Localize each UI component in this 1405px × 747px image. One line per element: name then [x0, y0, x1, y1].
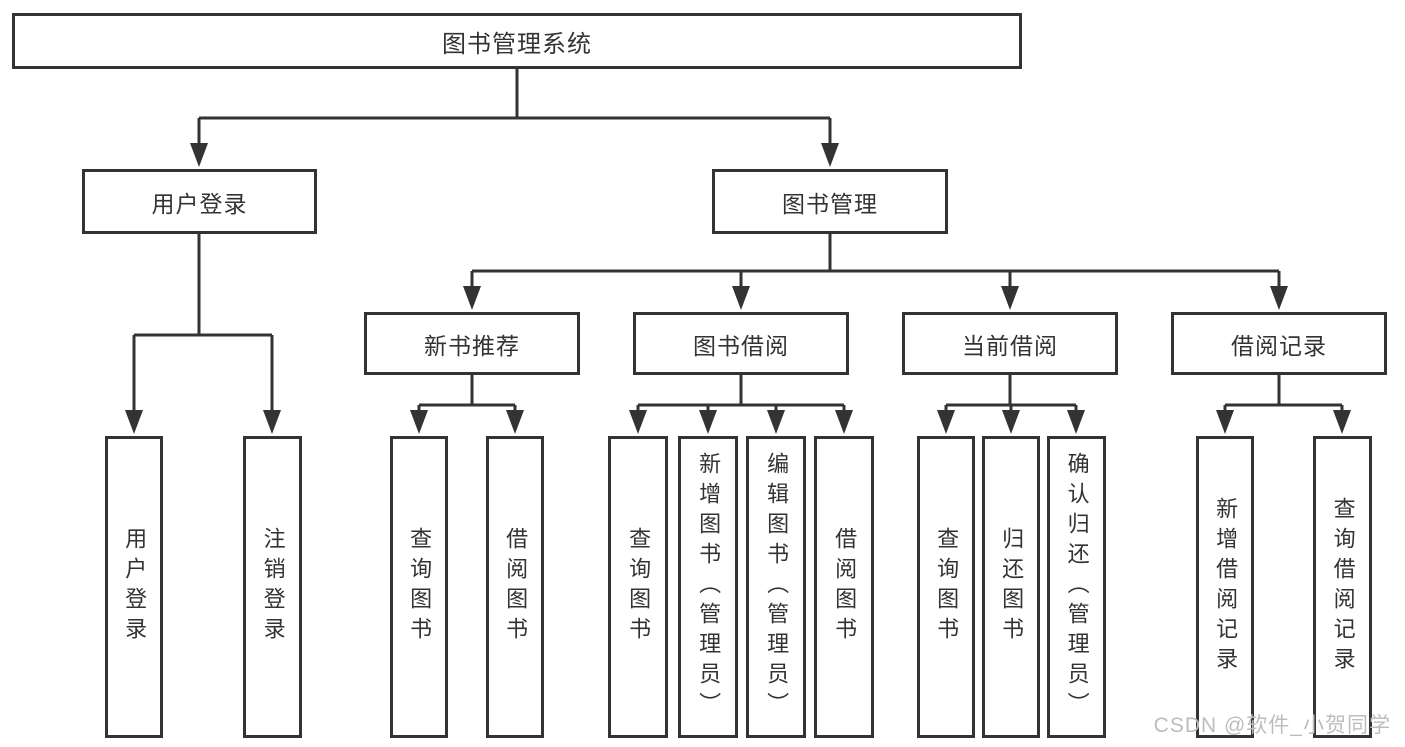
node-label: 借阅图书: [832, 527, 858, 647]
connector-book-management-to-level3: [470, 233, 1281, 288]
leaf-confirm-return-admin: 确认归还（管理员）: [1047, 436, 1106, 738]
arrowhead: [1001, 286, 1019, 310]
arrowhead: [1002, 410, 1020, 434]
connector-borrow-records-to-leaves: [1223, 375, 1344, 412]
node-borrow-records: 借阅记录: [1171, 312, 1387, 375]
connector-current-borrow-to-leaves: [944, 375, 1078, 412]
node-label: 新增借阅记录: [1213, 497, 1239, 677]
leaf-add-books-admin: 新增图书（管理员）: [678, 436, 738, 738]
arrowhead: [699, 410, 717, 434]
node-label: 查询图书: [407, 527, 433, 647]
connector-new-book-recommend-to-leaves: [417, 375, 517, 412]
node-label: 注销登录: [260, 527, 286, 647]
arrowhead: [1216, 410, 1234, 434]
arrowhead: [463, 286, 481, 310]
arrowhead: [125, 410, 143, 434]
arrowhead: [1270, 286, 1288, 310]
connector-book-borrow-to-leaves: [636, 375, 846, 412]
node-current-borrow: 当前借阅: [902, 312, 1118, 375]
node-label: 图书管理系统: [442, 30, 592, 58]
arrowhead: [767, 410, 785, 434]
node-label: 新书推荐: [424, 332, 520, 359]
arrowhead: [1067, 410, 1085, 434]
leaf-edit-books-admin: 编辑图书（管理员）: [746, 436, 806, 738]
leaf-add-borrow-record: 新增借阅记录: [1196, 436, 1254, 738]
node-library-management-system: 图书管理系统: [12, 13, 1022, 69]
node-label: 编辑图书（管理员）: [764, 452, 790, 722]
node-label: 图书借阅: [693, 332, 789, 359]
node-label: 用户登录: [122, 527, 148, 647]
connector-user-login-to-leaves: [132, 234, 274, 412]
leaf-query-books-current: 查询图书: [917, 436, 975, 738]
leaf-query-borrow-record: 查询借阅记录: [1313, 436, 1372, 738]
arrowhead: [732, 286, 750, 310]
node-label: 新增图书（管理员）: [696, 452, 722, 722]
node-label: 归还图书: [999, 527, 1025, 647]
leaf-user-login: 用户登录: [105, 436, 163, 738]
node-label: 当前借阅: [962, 332, 1058, 359]
arrowheads: [125, 143, 1351, 434]
leaf-query-books-borrow: 查询图书: [608, 436, 668, 738]
node-label: 图书管理: [782, 190, 878, 217]
arrowhead: [506, 410, 524, 434]
node-label: 查询图书: [934, 527, 960, 647]
leaf-return-books: 归还图书: [982, 436, 1040, 738]
arrowhead: [835, 410, 853, 434]
arrowhead: [263, 410, 281, 434]
arrowhead: [410, 410, 428, 434]
node-label: 确认归还（管理员）: [1064, 452, 1090, 722]
arrowhead: [937, 410, 955, 434]
arrowhead: [1333, 410, 1351, 434]
node-book-borrow: 图书借阅: [633, 312, 849, 375]
node-new-book-recommend: 新书推荐: [364, 312, 580, 375]
node-label: 借阅记录: [1231, 332, 1327, 359]
arrowhead: [629, 410, 647, 434]
leaf-borrow-books-recommend: 借阅图书: [486, 436, 544, 738]
node-user-login: 用户登录: [82, 169, 317, 234]
arrowhead: [190, 143, 208, 167]
node-label: 查询图书: [626, 527, 652, 647]
arrowhead: [821, 143, 839, 167]
leaf-borrow-books: 借阅图书: [814, 436, 874, 738]
leaf-logout: 注销登录: [243, 436, 302, 738]
node-book-management: 图书管理: [712, 169, 948, 234]
node-label: 借阅图书: [503, 527, 529, 647]
connector-root-to-level2: [197, 68, 832, 145]
leaf-query-books-recommend: 查询图书: [390, 436, 448, 738]
node-label: 用户登录: [151, 190, 248, 217]
node-label: 查询借阅记录: [1330, 497, 1356, 677]
